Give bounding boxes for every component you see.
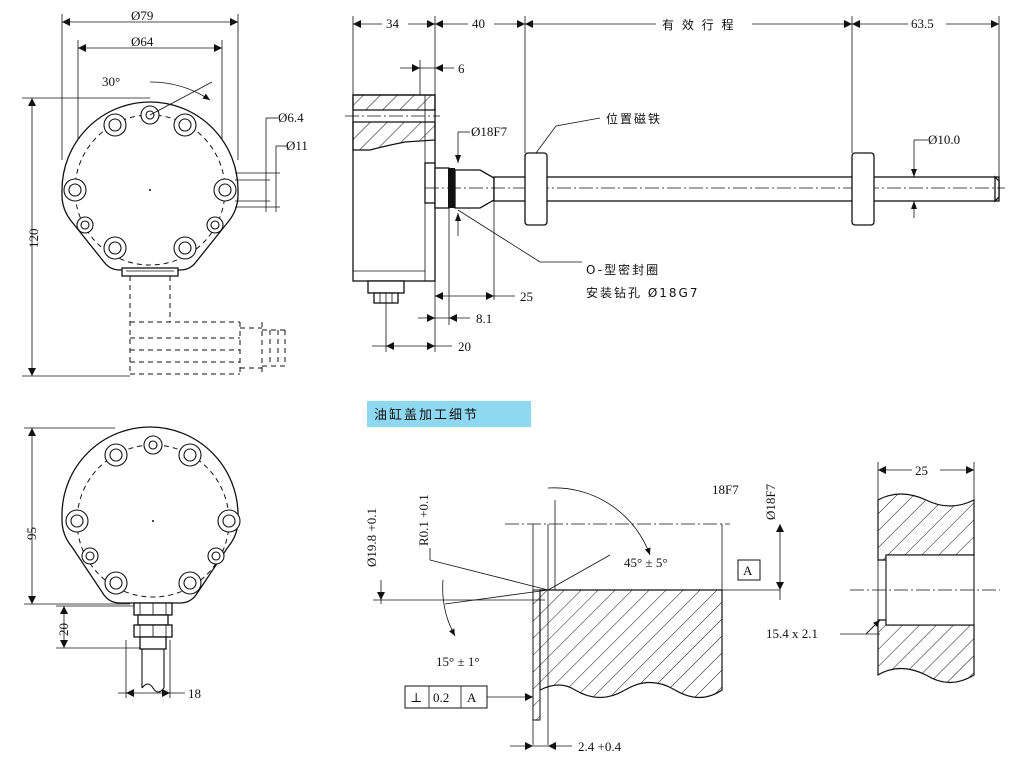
angle-15-label: 15° ± 1° xyxy=(436,654,480,669)
section-view: 25 15.4 x 2.1 xyxy=(766,462,1000,684)
height-120-label: 120 xyxy=(26,229,41,249)
bottom-bolt-holes xyxy=(65,435,241,595)
dim-40-label: 40 xyxy=(472,16,485,31)
front-view: Ø79 Ø64 30° xyxy=(22,8,308,377)
dim-8-1-label: 8.1 xyxy=(476,311,492,326)
dia-64-label: Ø64 xyxy=(131,34,154,49)
dim-6-label: 6 xyxy=(458,61,465,76)
stroke-label: 有 效 行 程 xyxy=(662,17,735,32)
bottom-view: 95 20 18 xyxy=(24,426,241,701)
magnet-label: 位置磁铁 xyxy=(606,111,662,126)
radius-0-1-label: R0.1 +0.1 xyxy=(416,494,431,546)
dim-20-label: 20 xyxy=(56,623,71,636)
dim-20-side-label: 20 xyxy=(458,339,471,354)
dia-19-8-label: Ø19.8 +0.1 xyxy=(364,508,379,567)
detail-banner-text: 油缸盖加工细节 xyxy=(374,407,479,423)
dim-34-label: 34 xyxy=(386,16,400,31)
detail-view: Ø19.8 +0.1 R0.1 +0.1 15° ± 1° 45° ± 5° 1… xyxy=(364,482,784,754)
oring-label: O-型密封圈 xyxy=(586,262,660,277)
datum-a-label: A xyxy=(743,563,753,578)
height-95-label: 95 xyxy=(24,527,39,540)
dia-11-label: Ø11 xyxy=(286,138,308,153)
dia-18f7-detail-label: Ø18F7 xyxy=(763,483,778,520)
connector-hidden xyxy=(129,276,286,375)
detail-banner: 油缸盖加工细节 xyxy=(367,401,531,427)
fit-18f7-label: 18F7 xyxy=(712,482,739,497)
angle-30-label: 30° xyxy=(102,74,120,89)
dia-6-4-label: Ø6.4 xyxy=(278,110,304,125)
tolerance-value: 0.2 xyxy=(433,690,449,705)
bolt-holes xyxy=(63,105,237,260)
dim-18-label: 18 xyxy=(188,686,201,701)
tolerance-datum: A xyxy=(467,690,477,705)
groove-label: 15.4 x 2.1 xyxy=(766,626,818,641)
dia-79-label: Ø79 xyxy=(131,8,153,23)
drill-label: 安装钻孔 Ø18G7 xyxy=(586,285,699,300)
dim-2-4-label: 2.4 +0.4 xyxy=(578,739,622,754)
dim-25-label: 25 xyxy=(520,289,533,304)
dia-18f7-label: Ø18F7 xyxy=(471,124,508,139)
dim-63-5-label: 63.5 xyxy=(911,16,934,31)
side-view: 34 40 有 效 行 程 63.5 6 Ø18F7 位置磁铁 Ø10.0 O-… xyxy=(345,15,1005,354)
perpendicularity-symbol: ⊥ xyxy=(410,690,422,705)
dia-10-label: Ø10.0 xyxy=(928,132,960,147)
tolerance-frame: ⊥ 0.2 A xyxy=(404,685,533,709)
width-25-label: 25 xyxy=(915,463,928,478)
angle-45-label: 45° ± 5° xyxy=(624,555,668,570)
